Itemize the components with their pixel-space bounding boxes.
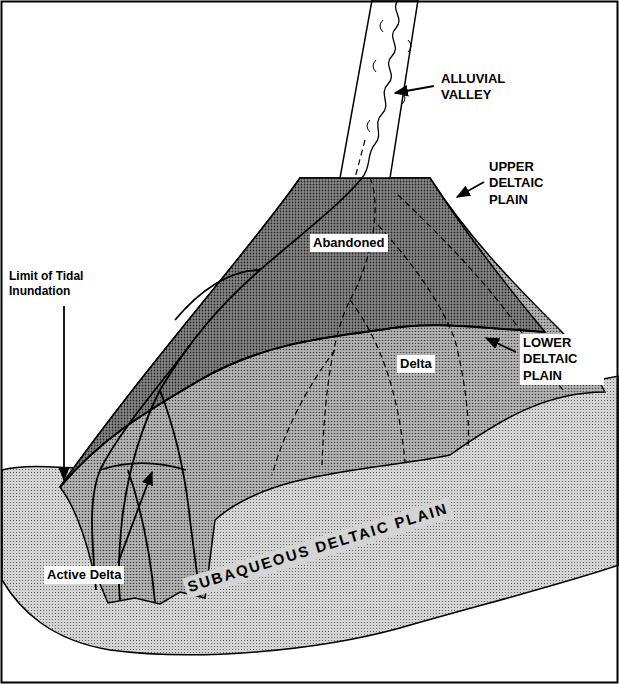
- valley-label: ALLUVIAL VALLEY: [438, 70, 526, 105]
- abandoned-label: Abandoned: [310, 234, 388, 252]
- abandoned-channels: [272, 140, 565, 475]
- upper-plain-label: UPPER DELTAIC PLAIN: [486, 158, 562, 209]
- active-delta-label: Active Delta: [44, 566, 124, 584]
- tidal-limit-label: Limit of Tidal Inundation: [6, 268, 118, 300]
- valley-oxbows: [367, 20, 411, 132]
- upper-deltaic-plain: [60, 178, 545, 487]
- lower-plain-label: LOWER DELTAIC PLAIN: [520, 334, 604, 385]
- delta-label: Delta: [397, 355, 435, 373]
- leader-arrows: [64, 86, 516, 563]
- lower-deltaic-plain: [60, 178, 605, 604]
- alluvial-valley: [340, 0, 418, 178]
- plain-boundary: [60, 325, 545, 487]
